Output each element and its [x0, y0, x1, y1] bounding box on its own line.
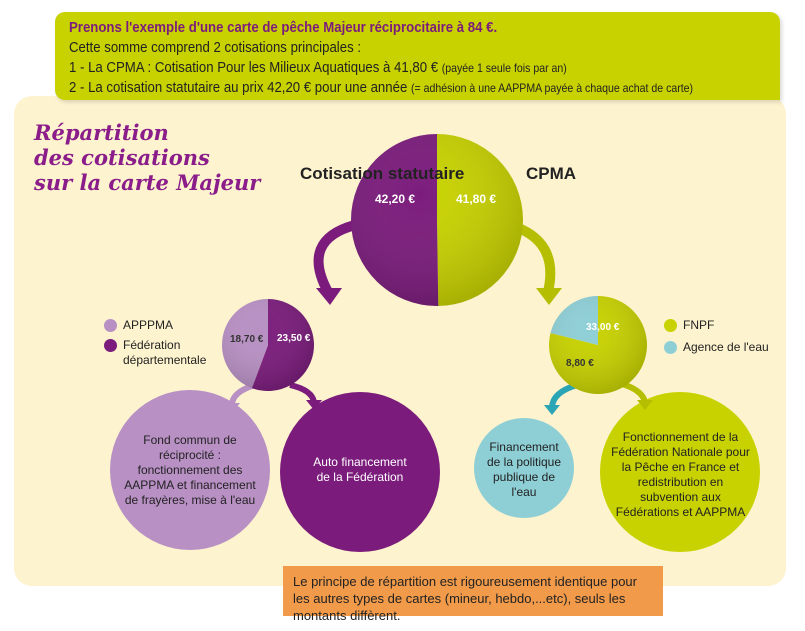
federation-value: 23,50 € — [277, 333, 311, 344]
agence-value: 8,80 € — [566, 358, 594, 369]
intro-line-2-text: 1 - La CPMA : Cotisation Pour les Milieu… — [69, 59, 439, 76]
title-line-3: sur la carte Majeur — [34, 170, 261, 195]
arrow-apppma — [229, 382, 256, 406]
legend-swatch-fnpf — [664, 319, 677, 332]
title-line-2: des cotisations — [34, 145, 210, 170]
cpma-label: CPMA — [526, 164, 577, 183]
cpma-value: 41,80 € — [456, 192, 497, 206]
politique-eau-text: Financement de la politique publique de … — [486, 440, 562, 499]
apppma-value: 18,70 € — [230, 334, 264, 345]
fond-commun-text: Fond commun de réciprocité : fonctionnem… — [124, 432, 256, 507]
legend-label: Agence de l'eau — [683, 340, 769, 354]
arrow-fnpf — [621, 381, 648, 403]
legend-swatch-agence — [664, 341, 677, 354]
politique-eau-circle — [474, 418, 574, 518]
pie-shading — [351, 134, 523, 306]
title-line-1: Répartition — [34, 120, 169, 145]
legend-swatch-federation — [104, 339, 117, 352]
fnpf-circle — [600, 392, 760, 552]
fnpf-text: Fonctionnement de la Fédération National… — [611, 430, 750, 519]
auto-financement-circle — [280, 392, 440, 552]
arrow-left — [313, 220, 357, 295]
legend-label: APPPMA — [123, 318, 174, 332]
legend-apppma: APPPMA — [104, 318, 173, 333]
intro-line-3: 2 - La cotisation statutaire au prix 42,… — [69, 78, 695, 98]
intro-box: Prenons l'exemple d'une carte de pêche M… — [55, 12, 780, 100]
arrow-federation — [289, 382, 317, 403]
footnote-box: Le principe de répartition est rigoureus… — [283, 566, 663, 623]
arrow-left-head — [316, 288, 342, 305]
legend-label: Fédération départementale — [123, 338, 207, 367]
diagram-title: Répartition des cotisations sur la carte… — [34, 120, 260, 195]
auto-financement-text: Auto financement de la Fédération — [313, 455, 407, 484]
intro-line-3-note: (= adhésion à une AAPPMA payée à chaque … — [410, 81, 694, 95]
legend-label: FNPF — [683, 318, 715, 332]
legend-federation: Fédération départementale — [104, 338, 224, 368]
intro-line-2-note: (payée 1 seule fois par an) — [441, 61, 567, 75]
arrow-apppma-head — [225, 403, 240, 413]
arrow-federation-head — [306, 400, 322, 410]
intro-line-1: Cette somme comprend 2 cotisations princ… — [69, 39, 362, 56]
legend-swatch-apppma — [104, 319, 117, 332]
legend-agence: Agence de l'eau — [664, 340, 769, 355]
intro-line-2: 1 - La CPMA : Cotisation Pour les Milieu… — [69, 58, 695, 78]
pie-shading — [549, 296, 647, 394]
intro-headline: Prenons l'exemple d'une carte de pêche M… — [69, 19, 498, 36]
arrow-fnpf-head — [637, 400, 653, 410]
statutaire-value: 42,20 € — [375, 192, 416, 206]
arrow-agence — [549, 382, 578, 408]
arrow-right-head — [536, 288, 562, 305]
fnpf-value: 33,00 € — [586, 322, 620, 333]
legend-fnpf: FNPF — [664, 318, 714, 333]
cotisation-statutaire-label: Cotisation statutaire — [300, 164, 465, 183]
intro-line-3-text: 2 - La cotisation statutaire au prix 42,… — [69, 79, 408, 96]
arrow-agence-head — [544, 405, 560, 415]
fond-commun-circle — [110, 390, 270, 550]
pie-shading — [222, 299, 314, 391]
